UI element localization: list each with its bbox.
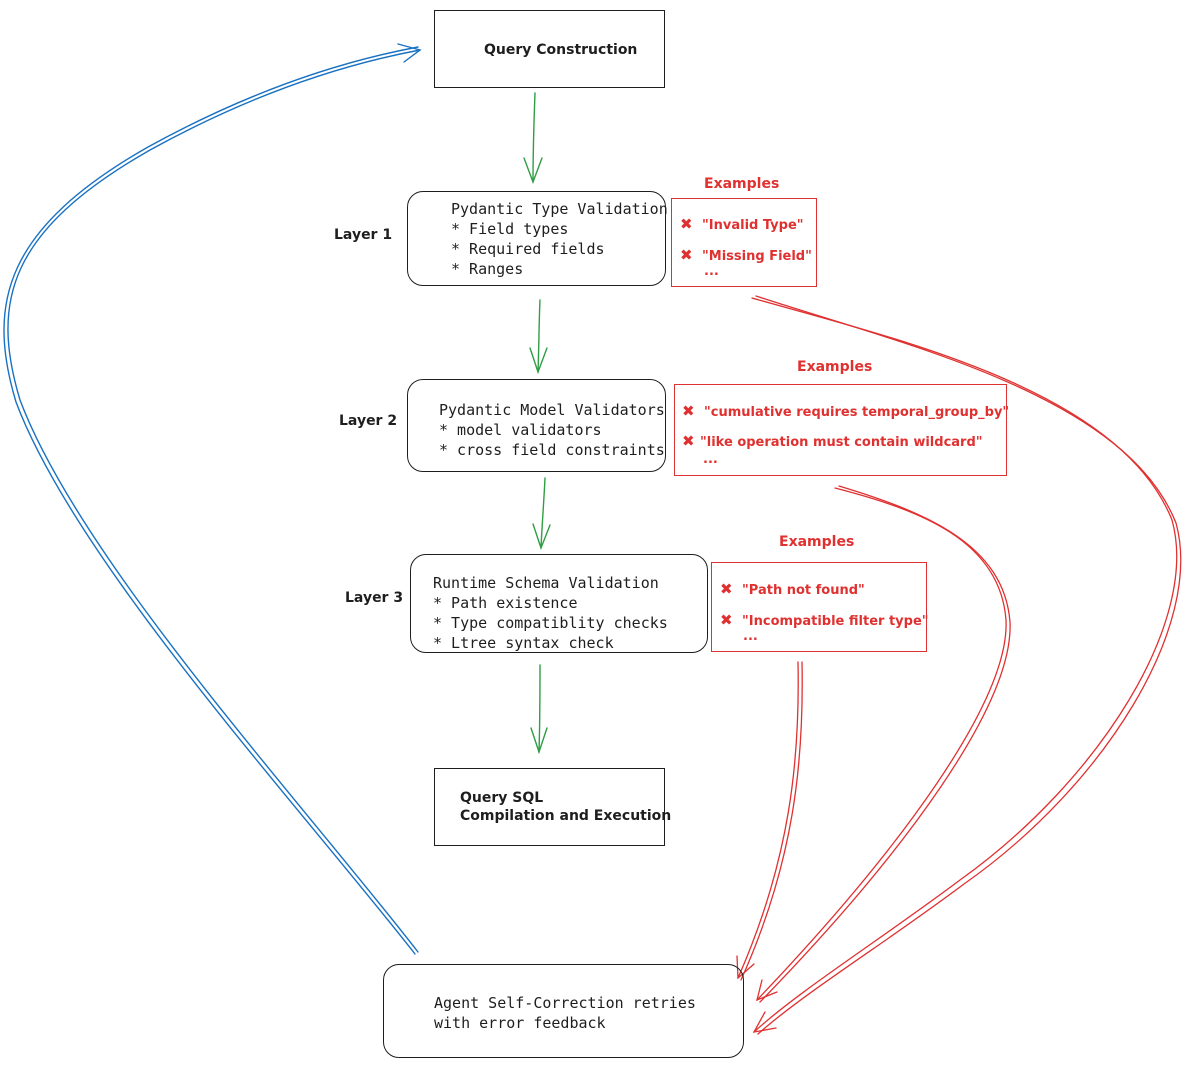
layer-3-bullet: * Path existence [433, 594, 578, 612]
x-mark-icon: ✖ [680, 246, 693, 264]
flow-arrow-to-sql [530, 664, 548, 755]
flow-arrow-to-layer-3 [532, 477, 551, 551]
query-sql-line-1: Query SQL [460, 790, 544, 806]
layer-1-bullet: * Field types [451, 220, 569, 238]
agent-line-1: Agent Self-Correction retries [434, 994, 696, 1012]
layer-3-box [410, 554, 708, 653]
agent-line-2: with error feedback [434, 1014, 606, 1032]
layer-1-example: ✖"Invalid Type" [680, 215, 804, 233]
query-construction-box [434, 10, 665, 88]
layer-3-bullet: * Ltree syntax check [433, 634, 614, 652]
x-mark-icon: ✖ [680, 215, 693, 233]
layer-3-title: Runtime Schema Validation [433, 574, 659, 592]
retry-arrow [3, 43, 422, 955]
flow-arrow-to-layer-2 [529, 299, 548, 375]
error-arrow-layer-1 [751, 295, 1182, 1035]
layer-3-label: Layer 3 [345, 590, 404, 606]
layer-1-examples-title: Examples [704, 176, 780, 192]
layer-1-bullet: * Required fields [451, 240, 605, 258]
x-mark-icon: ✖ [720, 611, 733, 629]
layer-3-example: ✖"Path not found" [720, 580, 865, 598]
x-mark-icon: ✖ [682, 402, 695, 420]
layer-2-title: Pydantic Model Validators [439, 401, 665, 419]
query-sql-line-2: Compilation and Execution [460, 808, 672, 824]
layer-2-bullet: * cross field constraints [439, 441, 665, 459]
layer-3-example: ✖"Incompatible filter type" [720, 611, 929, 629]
agent-box [383, 964, 744, 1058]
layer-1-bullet: * Ranges [451, 260, 524, 278]
layer-1-ellipsis: ... [704, 264, 719, 279]
layer-2-box [407, 379, 666, 472]
layer-1-example: ✖"Missing Field" [680, 246, 812, 264]
x-mark-icon: ✖ [720, 580, 733, 598]
error-arrow-layer-2 [756, 485, 1011, 1003]
layer-2-label: Layer 2 [339, 413, 398, 429]
layer-3-bullet: * Type compatiblity checks [433, 614, 668, 632]
layer-1-examples-box [671, 198, 817, 287]
layer-3-ellipsis: ... [743, 629, 758, 644]
layer-2-example: ✖"like operation must contain wildcard" [682, 432, 983, 450]
flow-arrow-to-layer-1 [523, 92, 543, 184]
x-mark-icon: ✖ [682, 432, 695, 450]
error-arrow-layer-3 [736, 661, 803, 981]
layer-3-examples-title: Examples [779, 534, 855, 550]
layer-2-example: ✖"cumulative requires temporal_group_by" [682, 402, 1010, 420]
layer-2-examples-box [674, 384, 1007, 476]
layer-1-box [407, 191, 666, 286]
layer-2-ellipsis: ... [703, 452, 718, 467]
layer-3-examples-box [711, 562, 927, 652]
layer-2-examples-title: Examples [797, 359, 873, 375]
layer-2-bullet: * model validators [439, 421, 602, 439]
layer-1-label: Layer 1 [334, 227, 393, 243]
query-construction-title: Query Construction [484, 42, 638, 58]
query-sql-box [434, 768, 665, 846]
layer-1-title: Pydantic Type Validation [451, 200, 668, 218]
